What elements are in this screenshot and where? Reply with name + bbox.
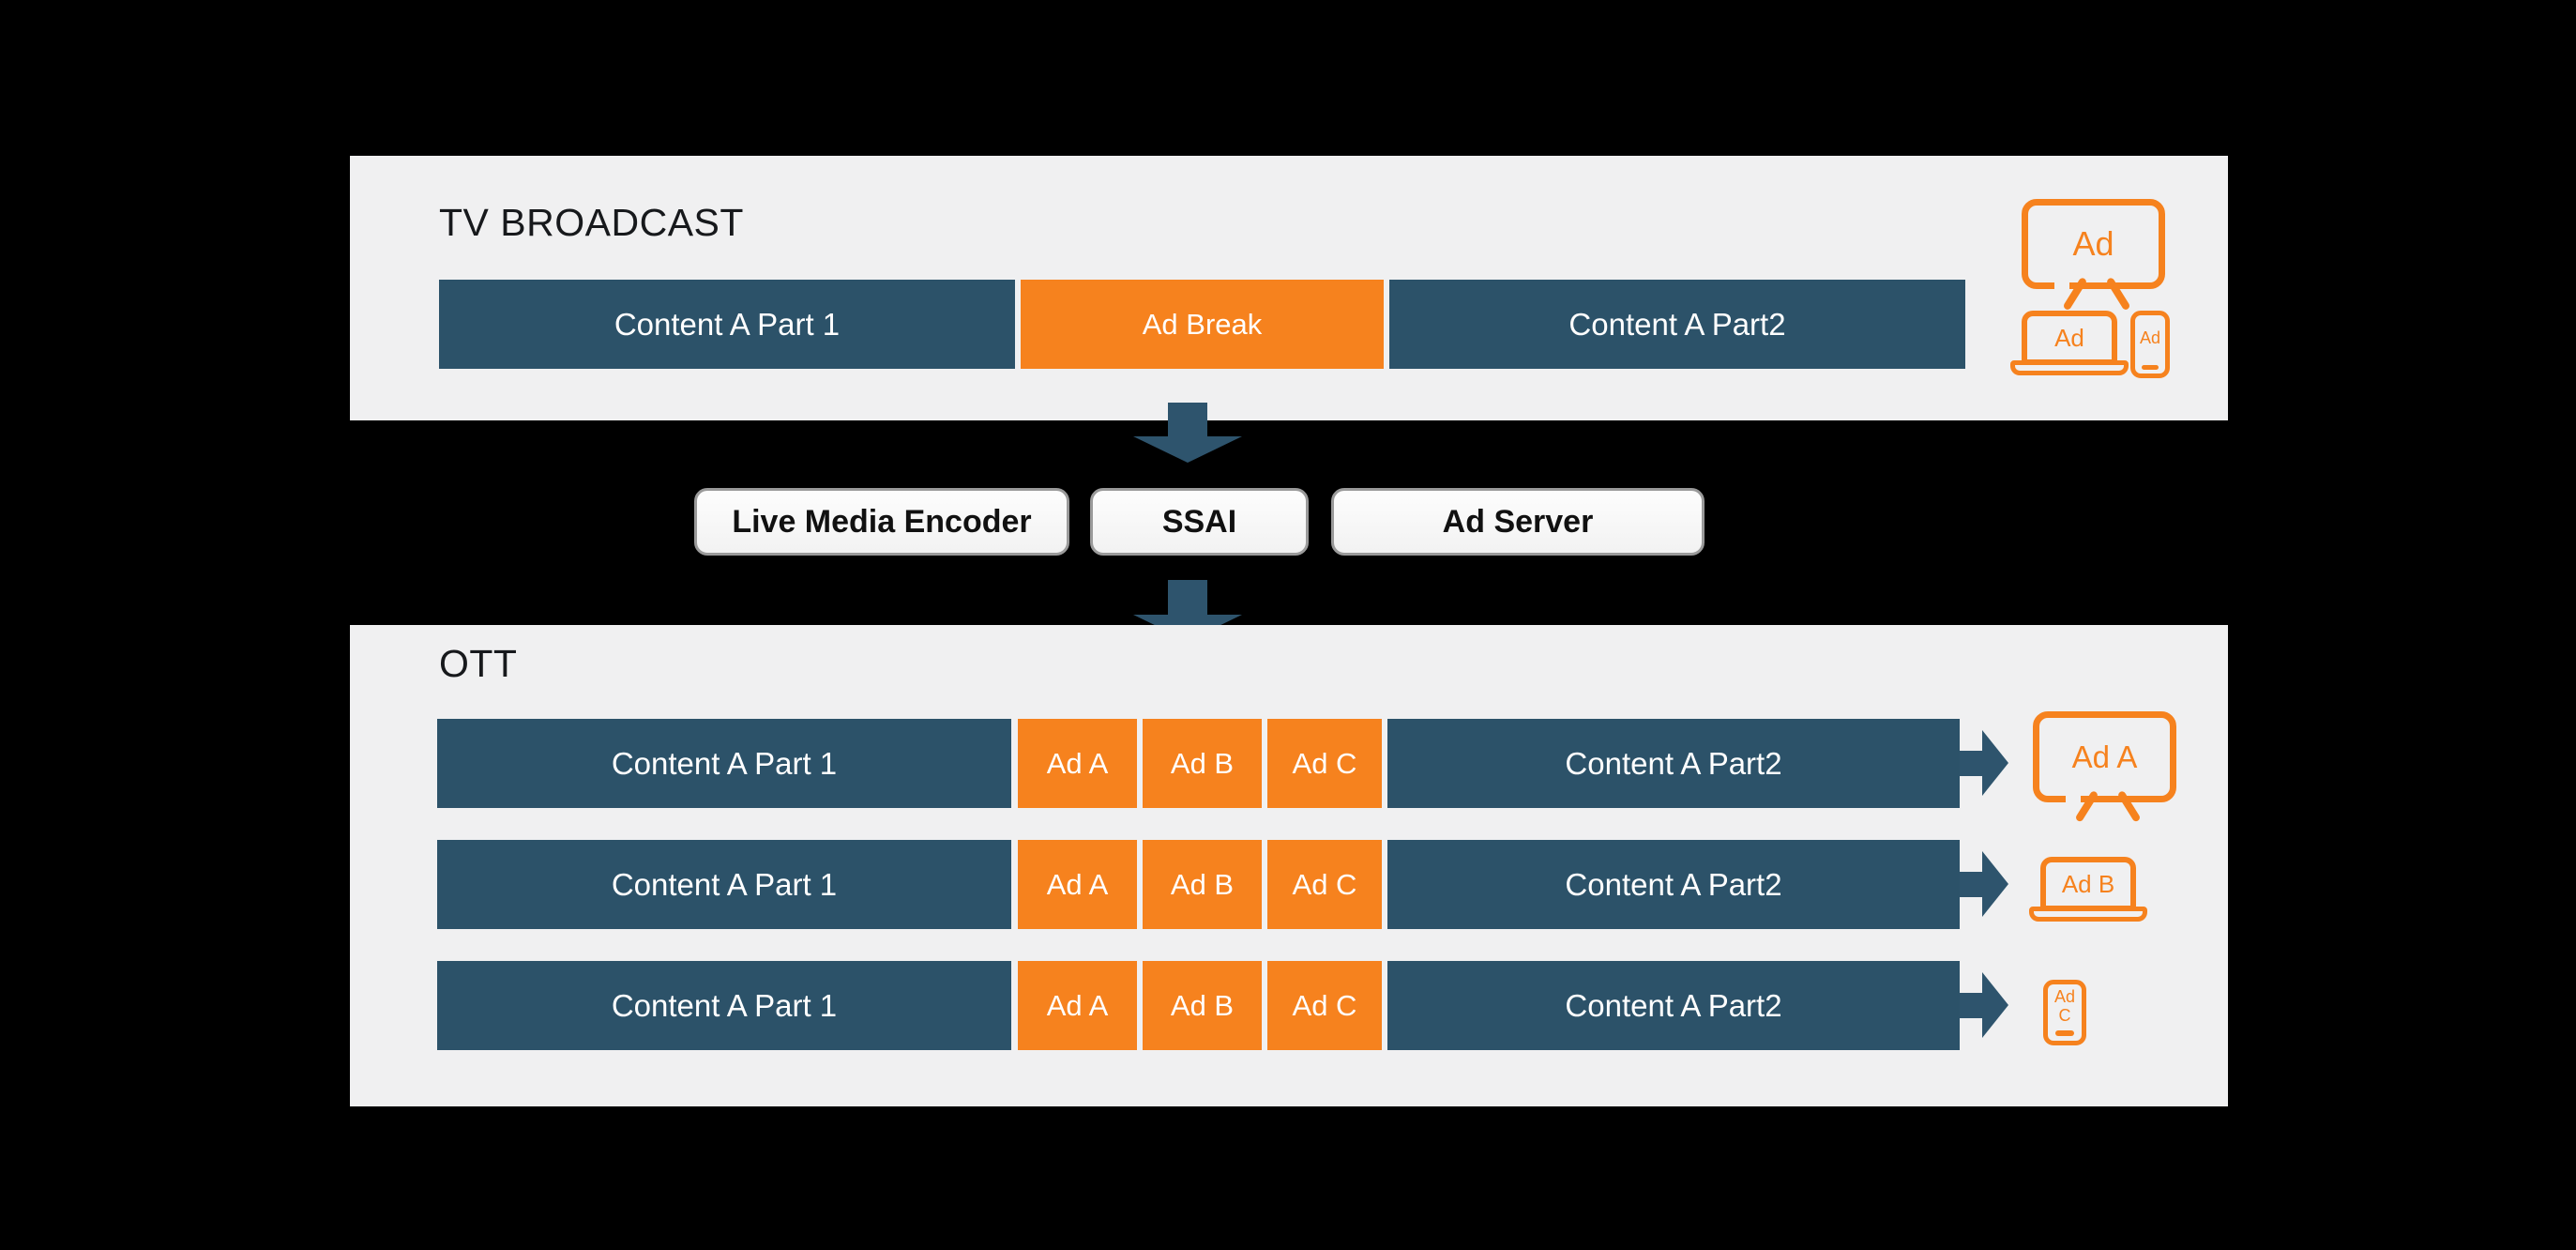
- ott3-content-a-part-1: Content A Part 1: [437, 961, 1011, 1050]
- ott3-content-a-part-2: Content A Part2: [1387, 961, 1960, 1050]
- ott-tv-ad-label: Ad A: [2071, 739, 2138, 774]
- ott1-ad-b: Ad B: [1143, 719, 1262, 808]
- phone-screen: Ad: [2130, 311, 2170, 378]
- broadcast-laptop-ad-label: Ad: [2054, 323, 2084, 352]
- broadcast-tv-ad-label: Ad: [2072, 224, 2114, 263]
- ott1-ad-a: Ad A: [1018, 719, 1137, 808]
- ott3-ad-a: Ad A: [1018, 961, 1137, 1050]
- arrow-right-head: [1982, 851, 2008, 917]
- ott-tv-icon: Ad A: [2033, 711, 2176, 802]
- ott-phone-icon: Ad C: [2043, 980, 2086, 1045]
- tv-stand-notch: [2054, 281, 2069, 289]
- laptop-base: [2029, 907, 2147, 922]
- ott2-ad-c: Ad C: [1267, 840, 1382, 929]
- arrow-right-head: [1982, 972, 2008, 1038]
- ott-phone-ad-label-line2: C: [2058, 1006, 2071, 1025]
- tv-stand-notch: [2066, 794, 2081, 802]
- arrow-down-head: [1133, 436, 1242, 463]
- node-ssai: SSAI: [1090, 488, 1309, 556]
- broadcast-segment-content-a-part-1: Content A Part 1: [439, 280, 1015, 369]
- ott1-content-a-part-1: Content A Part 1: [437, 719, 1011, 808]
- ott-laptop-icon: Ad B: [2040, 857, 2136, 911]
- ott1-content-a-part-2: Content A Part2: [1387, 719, 1960, 808]
- ott-phone-ad-label-line1: Ad: [2053, 987, 2076, 1007]
- arrow-right-tail: [1960, 993, 1982, 1018]
- phone-homebar: [2142, 365, 2159, 370]
- ott2-content-a-part-2: Content A Part2: [1387, 840, 1960, 929]
- ott-title: OTT: [439, 642, 518, 685]
- broadcast-segment-ad-break: Ad Break: [1021, 280, 1384, 369]
- ott1-ad-c: Ad C: [1267, 719, 1382, 808]
- ott-laptop-ad-label: Ad B: [2061, 869, 2115, 898]
- broadcast-segment-content-a-part-2: Content A Part2: [1389, 280, 1965, 369]
- node-ad-server: Ad Server: [1331, 488, 1705, 556]
- tv-screen: Ad: [2022, 199, 2165, 289]
- ott2-ad-b: Ad B: [1143, 840, 1262, 929]
- arrow-down-tail: [1168, 580, 1207, 616]
- ott3-ad-c: Ad C: [1267, 961, 1382, 1050]
- arrow-right-tail: [1960, 872, 1982, 897]
- ott3-ad-b: Ad B: [1143, 961, 1262, 1050]
- arrow-down-tail: [1168, 403, 1207, 437]
- arrow-right-tail: [1960, 751, 1982, 776]
- laptop-base: [2010, 360, 2129, 375]
- tv-broadcast-title: TV BROADCAST: [439, 201, 744, 244]
- ott2-content-a-part-1: Content A Part 1: [437, 840, 1011, 929]
- node-live-media-encoder: Live Media Encoder: [694, 488, 1069, 556]
- laptop-screen: Ad: [2022, 311, 2117, 365]
- phone-homebar: [2055, 1030, 2074, 1036]
- ott2-ad-a: Ad A: [1018, 840, 1137, 929]
- broadcast-phone-ad-label: Ad: [2139, 328, 2161, 348]
- arrow-right-head: [1982, 730, 2008, 796]
